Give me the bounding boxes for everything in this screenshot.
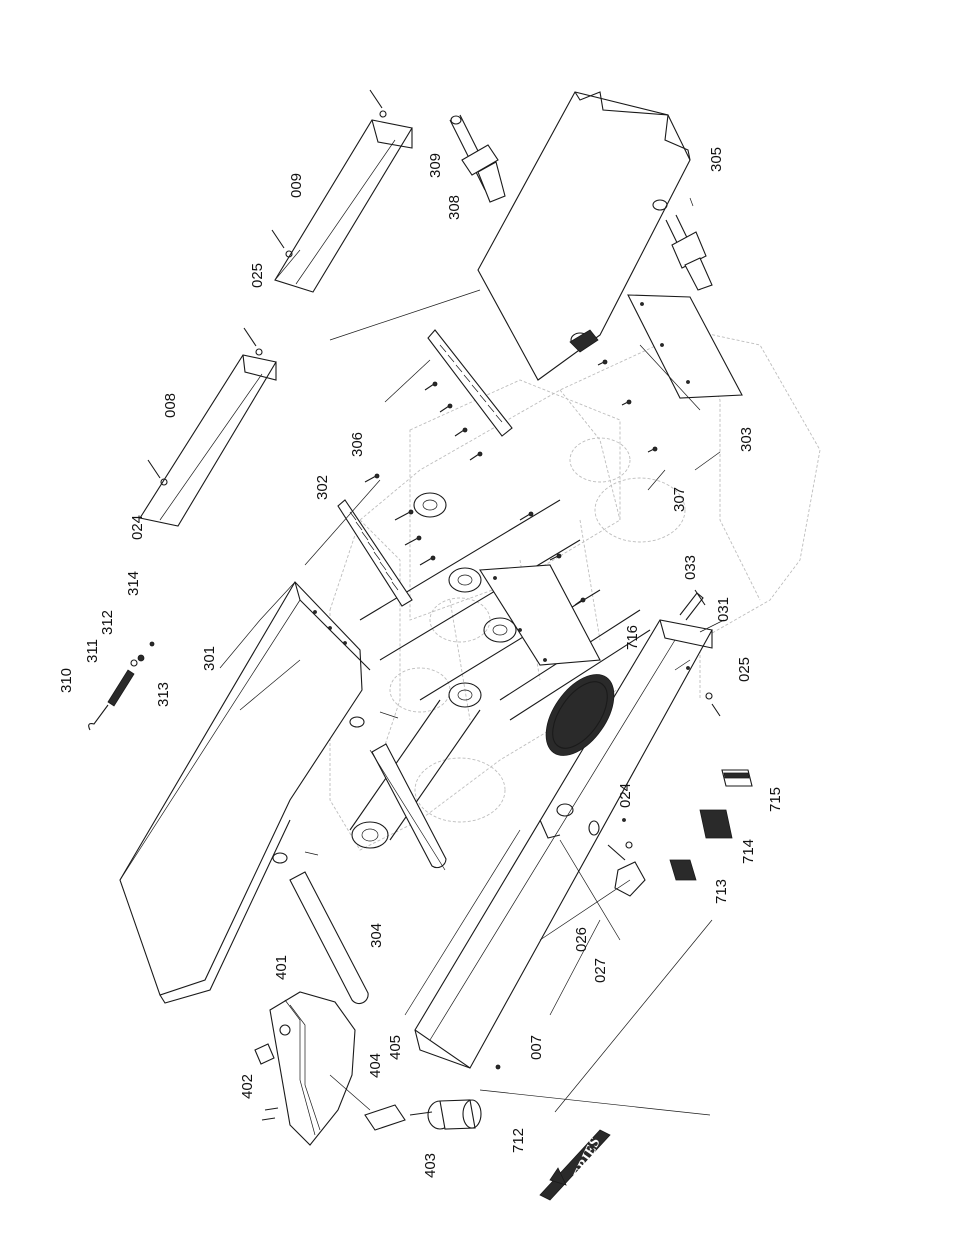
leader-lines [219,249,725,1116]
label-311: 311 [84,639,101,663]
label-404: 404 [367,1053,384,1078]
fence-rail-007 [414,619,713,1070]
label-310: 310 [58,668,75,693]
label-712: 712 [510,1128,527,1153]
label-306: 306 [349,432,366,457]
clip-033 [679,589,706,621]
label-309: 309 [427,153,444,178]
screws [364,359,658,606]
label-024-lower: 024 [617,783,634,808]
label-025-lower: 025 [736,657,753,682]
label-007: 007 [528,1035,545,1060]
label-024-upper: 024 [129,515,146,540]
label-713: 713 [713,879,730,904]
outfeed-table [477,91,691,381]
rail-008 [139,327,277,527]
support-rod-304 [289,743,447,1004]
decals [669,769,753,881]
label-026: 026 [573,927,590,952]
rail-009 [271,89,413,293]
label-405: 405 [387,1035,404,1060]
label-714: 714 [740,839,757,864]
label-401: 401 [273,955,290,980]
label-303: 303 [738,427,755,452]
label-009: 009 [288,173,305,198]
label-314: 314 [125,571,142,596]
lock-knob-308 [449,114,713,291]
label-307: 307 [671,487,688,512]
label-313: 313 [155,682,172,707]
label-305: 305 [708,147,725,172]
label-715: 715 [767,787,784,812]
label-403: 403 [422,1153,439,1178]
label-302: 302 [314,475,331,500]
label-402: 402 [239,1074,256,1099]
knob-027 [588,692,721,897]
gib-bar-302 [337,329,513,607]
label-008: 008 [162,393,179,418]
blade-guard-401 [254,991,482,1146]
label-308: 308 [446,195,463,220]
label-716: 716 [624,625,641,650]
label-312: 312 [99,610,116,635]
label-031: 031 [715,597,732,622]
label-304: 304 [368,923,385,948]
label-025-upper: 025 [249,263,266,288]
label-033: 033 [682,555,699,580]
label-301: 301 [201,646,218,671]
cutterhead-assembly [349,492,651,849]
label-027: 027 [592,958,609,983]
spring-parts [88,641,155,731]
series-logo-712: SERIES [539,1129,611,1201]
infeed-table-301 [119,581,399,1004]
part-labels: 301 302 303 304 305 306 307 308 309 310 … [58,147,784,1178]
cover-plate-303 [627,294,743,399]
badge-716 [545,674,615,756]
